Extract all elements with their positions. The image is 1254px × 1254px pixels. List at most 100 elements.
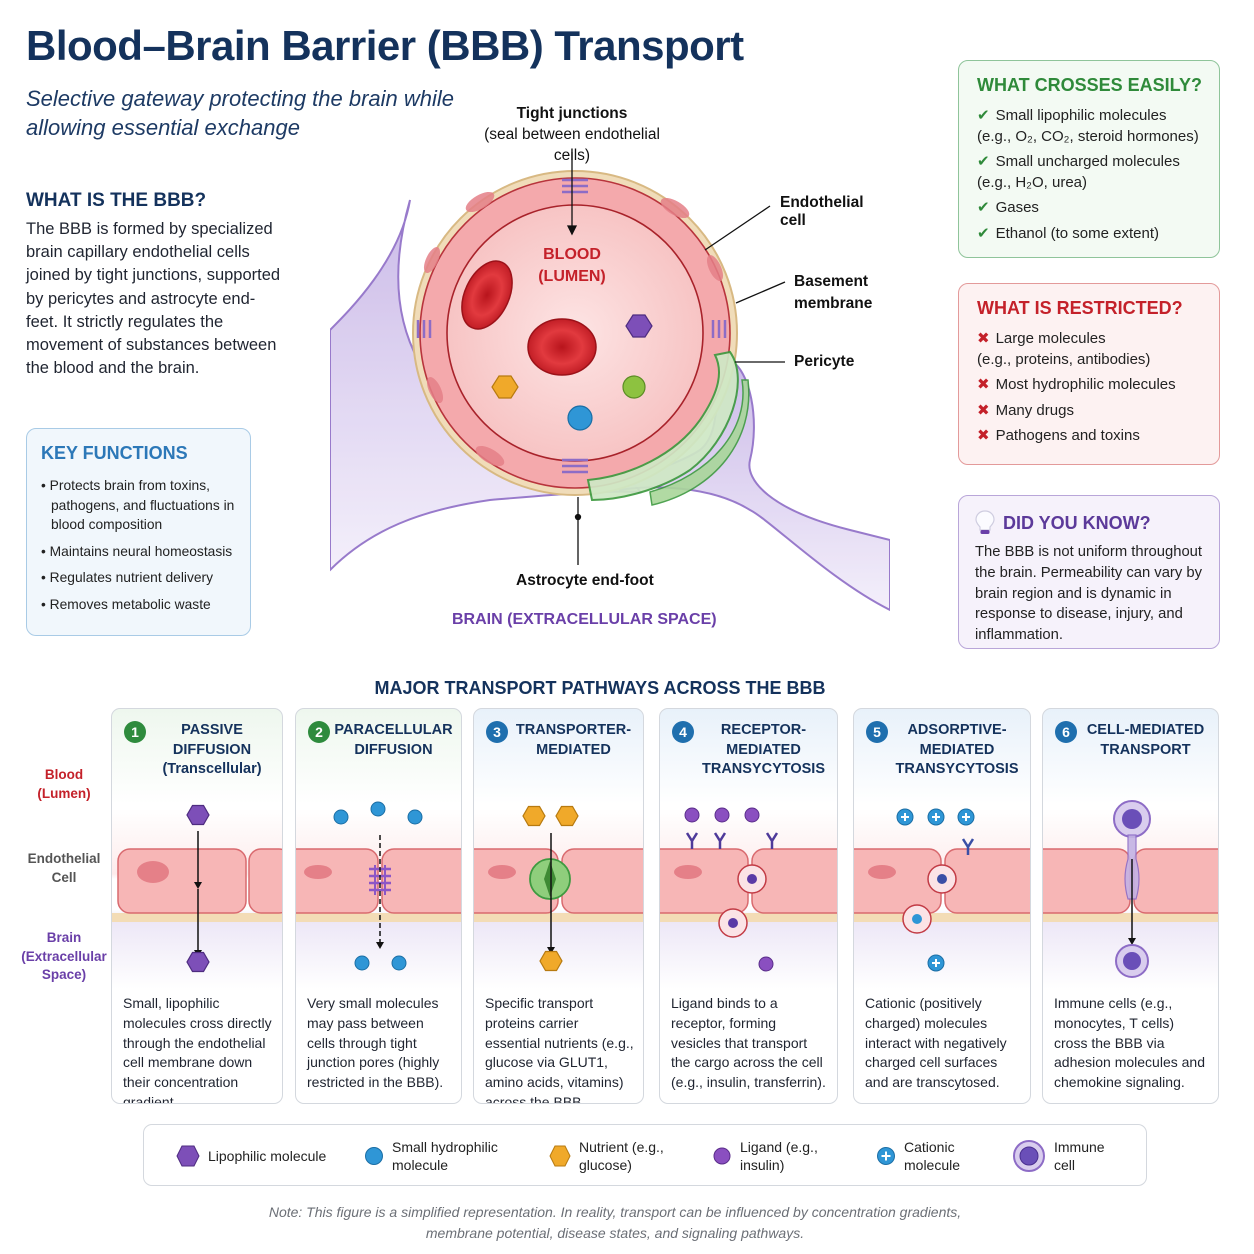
- ligand-molecule: [714, 807, 730, 823]
- hydrophilic-molecule: [333, 809, 349, 825]
- side-label-line: (Extracellular: [21, 948, 107, 964]
- lipophilic-molecule: [186, 951, 210, 973]
- restricted-item-text: Many drugs: [995, 401, 1074, 419]
- check-icon: ✔: [977, 153, 990, 170]
- lipophilic-molecule: [186, 804, 210, 826]
- legend-label: Ligand (e.g.,insulin): [740, 1138, 818, 1174]
- did-you-know-title: DID YOU KNOW?: [1003, 512, 1151, 533]
- ligand-molecule: [758, 956, 774, 972]
- nutrient-molecule: [522, 805, 546, 827]
- lipophilic-hexagon-icon: [176, 1145, 200, 1167]
- receptor: [765, 832, 779, 849]
- pathway-title-line: ADSORPTIVE-: [907, 722, 1007, 738]
- pathway-title-line: TRANSYCYTOSIS: [701, 761, 825, 777]
- footnote-line: membrane potential, disease states, and …: [425, 1225, 805, 1241]
- endothelial-cell: [1043, 848, 1131, 914]
- cell-nucleus: [488, 865, 516, 879]
- cell-nucleus: [674, 865, 702, 879]
- plus-sign: [932, 813, 940, 821]
- what-is-restricted-box: WHAT IS RESTRICTED? ✖Large molecules(e.g…: [958, 283, 1220, 465]
- key-functions-heading: KEY FUNCTIONS: [41, 443, 188, 463]
- pathway-illustration: [1043, 800, 1218, 978]
- pathway-title-line: MEDIATED: [726, 741, 801, 758]
- restricted-heading: WHAT IS RESTRICTED?: [977, 298, 1183, 318]
- nutrient-molecule: [539, 950, 563, 972]
- pathway-illustration: [474, 805, 643, 972]
- vesicle-cargo: [728, 918, 738, 928]
- hydrophilic-molecule: [370, 801, 386, 817]
- tight-junctions-subtitle: (seal between endothelial cells): [484, 126, 660, 164]
- subtitle-line: allowing essential exchange: [26, 115, 300, 140]
- did-you-know-box: DID YOU KNOW? The BBB is not uniform thr…: [958, 495, 1220, 649]
- cell-nucleus: [868, 865, 896, 879]
- legend-label-line: insulin): [740, 1157, 785, 1173]
- hydrophilic-molecule: [407, 809, 423, 825]
- restricted-item-text: Pathogens and toxins: [995, 427, 1140, 444]
- side-label-line: Cell: [51, 869, 77, 885]
- pathway-illustration: [854, 808, 1030, 972]
- step-number-badge: 1: [124, 721, 146, 743]
- step-number-badge: 6: [1055, 721, 1077, 743]
- restricted-item: ✖Most hydrophilic molecules: [977, 375, 1205, 396]
- endothelial-cell: [117, 848, 247, 914]
- capillary-diagram: Tight junctions (seal between endothelia…: [329, 105, 891, 640]
- pathway-title-line: (Transcellular): [162, 761, 262, 777]
- basement-membrane-band: [660, 913, 837, 922]
- endothelial-cell: [381, 848, 461, 914]
- side-label-brain: Brain (Extracellular Space): [20, 929, 108, 985]
- legend-label-line: Immune: [1054, 1139, 1105, 1155]
- green-molecule: [622, 375, 646, 399]
- vesicle-cargo: [747, 874, 757, 884]
- legend-label-line: cell: [1054, 1157, 1076, 1173]
- restricted-item: ✖Large molecules(e.g., proteins, antibod…: [977, 329, 1205, 370]
- x-icon: ✖: [977, 401, 990, 419]
- pathway-title-line: PARACELLULAR: [334, 722, 453, 738]
- hydrophilic-molecule: [391, 955, 407, 971]
- side-label-line: Blood: [44, 767, 84, 782]
- crosses-item: ✔Small uncharged molecules(e.g., H₂O, ur…: [977, 152, 1205, 193]
- legend-item-ligand: Ligand (e.g.,insulin): [712, 1125, 818, 1187]
- what-is-bbb-heading: WHAT IS THE BBB?: [26, 190, 207, 211]
- key-function-item: Removes metabolic waste: [41, 595, 238, 615]
- transporter-channel: [544, 861, 556, 897]
- endothelial-cell: [660, 848, 749, 914]
- basement-membrane-band: [474, 913, 643, 922]
- pathway-card-title: PASSIVE DIFFUSION(Transcellular): [148, 721, 276, 780]
- crosses-item-text: Gases: [995, 199, 1039, 216]
- legend-label-line: glucose): [579, 1157, 632, 1173]
- legend-label-line: Nutrient (e.g.,: [579, 1139, 664, 1155]
- astrocyte-end-foot-label: Astrocyte end-foot: [516, 572, 654, 589]
- brain-extracellular-label: BRAIN (EXTRACELLULAR SPACE): [452, 611, 717, 628]
- check-icon: ✔: [977, 199, 990, 216]
- legend-label: Immune cell: [1054, 1138, 1105, 1174]
- pathway-description: Very small molecules may pass between ce…: [307, 995, 444, 1091]
- restricted-item: ✖ Many drugs: [977, 401, 1205, 422]
- step-number-badge: 2: [308, 721, 330, 743]
- cell-nucleus: [304, 865, 332, 879]
- legend-item-lipophilic: Lipophilic molecule: [176, 1125, 326, 1187]
- legend-label: Lipophilic molecule: [208, 1148, 327, 1164]
- key-function-item: Protects brain from toxins, pathogens, a…: [41, 476, 238, 535]
- crosses-item-example: (e.g., O₂, CO₂, steroid hormones): [977, 127, 1199, 145]
- plus-sign: [962, 813, 970, 821]
- arrow-head: [1128, 938, 1136, 945]
- did-you-know-heading: DID YOU KNOW?: [975, 510, 1207, 536]
- side-label-endothelial: Endothelial Cell: [20, 850, 108, 887]
- pathway-illustration: [660, 807, 837, 972]
- pathway-illustration: [296, 801, 461, 971]
- key-function-item: Regulates nutrient delivery: [41, 568, 238, 588]
- restricted-item-text: Large molecules: [995, 330, 1106, 347]
- endothelial-cell-label: Endothelial cell: [780, 194, 864, 229]
- step-number-badge: 4: [672, 721, 694, 743]
- hydrophilic-molecule: [354, 955, 370, 971]
- basement-line: Basement: [794, 273, 869, 290]
